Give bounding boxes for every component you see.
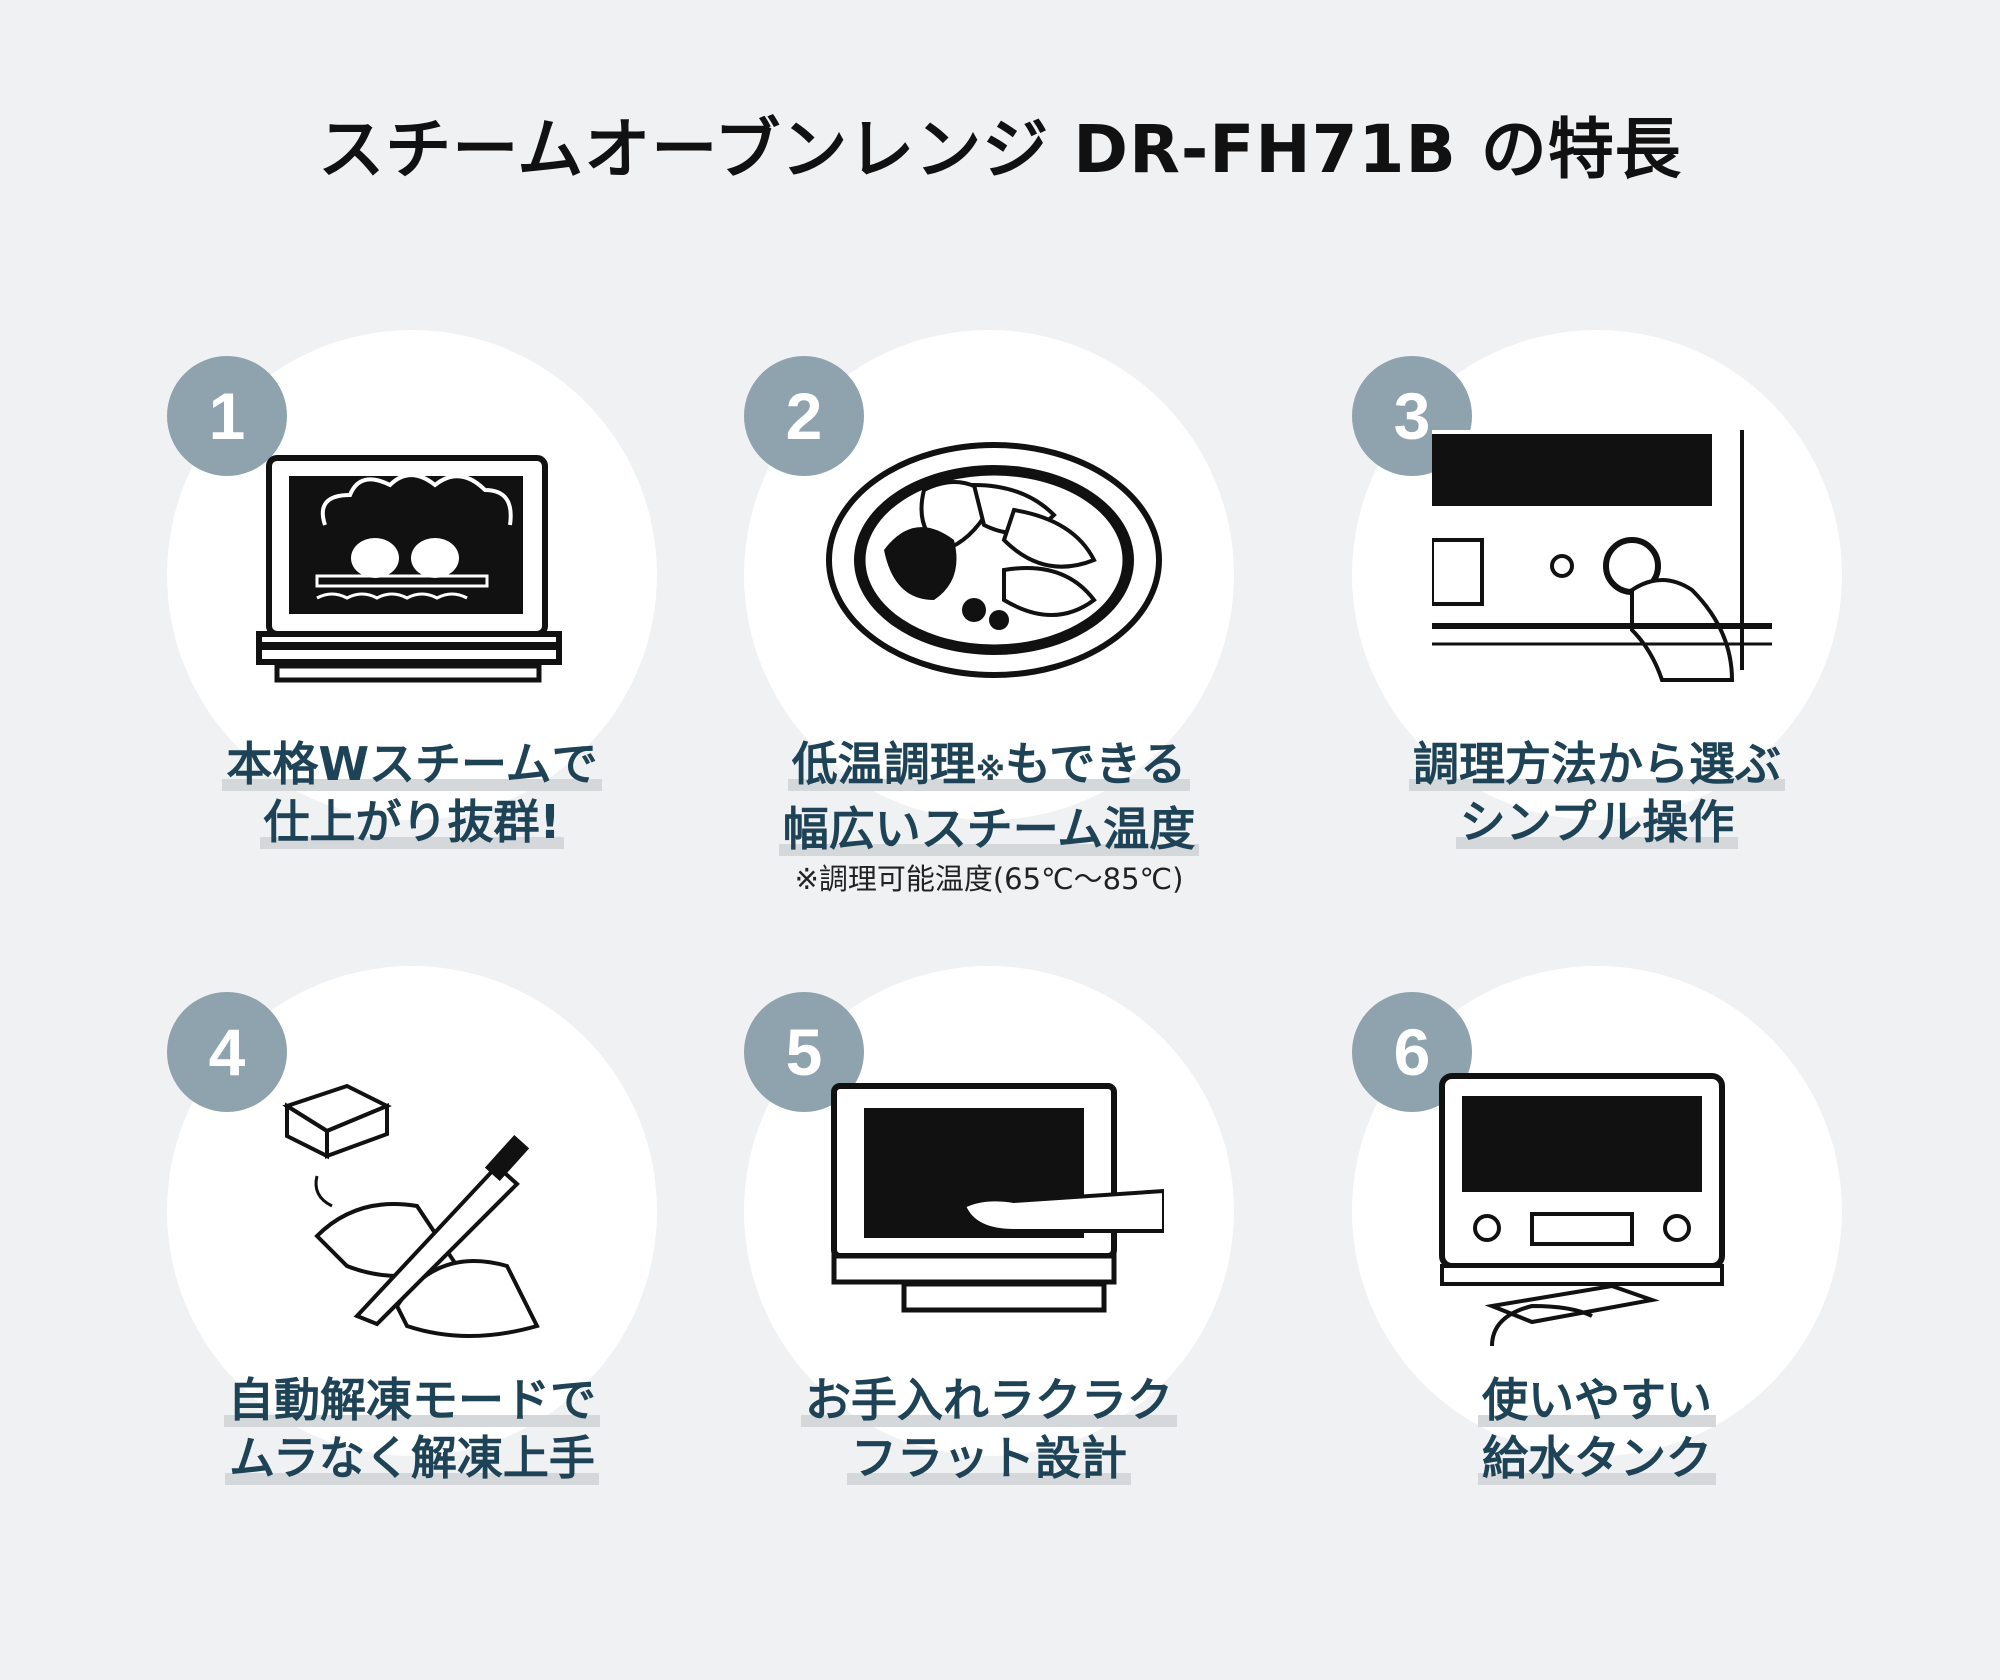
feature-caption-line1: 低温調理※もできる [787, 737, 1191, 791]
feature-number-badge: 2 [744, 356, 864, 476]
feature-number-badge: 4 [167, 992, 287, 1112]
feature-number-badge: 3 [1352, 356, 1472, 476]
feature-caption-line2: 給水タンク [1478, 1431, 1716, 1485]
flat-interior-cleaning-icon [831, 1083, 1164, 1313]
feature-caption-line2: シンプル操作 [1455, 795, 1739, 849]
feature-caption-line2: ムラなく解凍上手 [225, 1431, 599, 1485]
feature-caption-line1: 本格Wスチームで [222, 737, 602, 791]
feature-caption: 調理方法から選ぶ シンプル操作 [1297, 737, 1897, 856]
temperature-footnote: ※調理可能温度(65℃〜85℃) [794, 862, 1184, 896]
feature-caption-line1: 自動解凍モードで [224, 1373, 600, 1427]
feature-caption: 本格Wスチームで 仕上がり抜群! [112, 737, 712, 856]
feature-caption-line2: 幅広いスチーム温度 [778, 802, 1200, 856]
feature-caption-line2: 仕上がり抜群! [259, 795, 565, 849]
feature-caption-line2: フラット設計 [847, 1431, 1131, 1485]
control-dial-icon [1432, 430, 1772, 682]
feature-caption: 使いやすい 給水タンク [1297, 1373, 1897, 1492]
salad-plate-icon [826, 442, 1162, 678]
frozen-meat-knife-icon [282, 1083, 540, 1338]
feature-number-badge: 6 [1352, 992, 1472, 1112]
feature-caption: お手入れラクラク フラット設計 [689, 1373, 1289, 1492]
feature-caption-line1: 使いやすい [1478, 1373, 1716, 1427]
feature-number-badge: 1 [167, 356, 287, 476]
feature-caption: 低温調理※もできる 幅広いスチーム温度 ※調理可能温度(65℃〜85℃) [689, 737, 1289, 897]
feature-caption-line1: お手入れラクラク [801, 1373, 1177, 1427]
steam-oven-icon [256, 455, 562, 683]
feature-caption: 自動解凍モードで ムラなく解凍上手 [112, 1373, 712, 1492]
water-tank-icon [1439, 1073, 1725, 1346]
feature-caption-line1: 調理方法から選ぶ [1409, 737, 1785, 791]
page-title: スチームオーブンレンジ DR-FH71B の特長 [318, 111, 1682, 188]
